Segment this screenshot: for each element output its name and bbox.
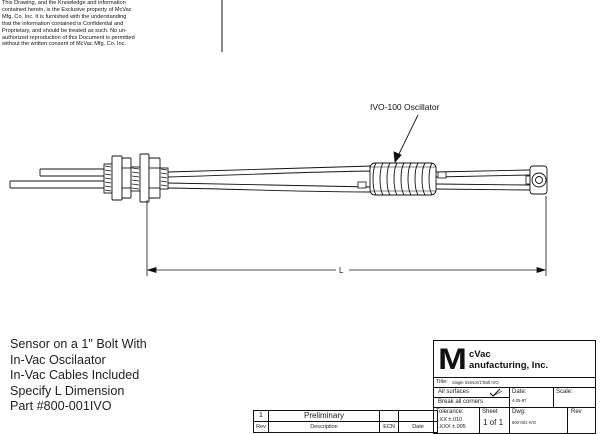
rev-cell: 1 [253, 410, 269, 422]
ecn-cell: ECN [379, 421, 399, 433]
callout-label: IVO-100 Oscillator [370, 102, 440, 112]
rev-cell: Rev [253, 421, 269, 433]
table-row: Rev Description ECN Date [253, 421, 438, 433]
proprietary-notice: This Drawing, and the Knowledge and info… [2, 0, 216, 48]
description-cell: Preliminary [268, 410, 380, 422]
description-line: In-Vac Oscilaator [10, 352, 106, 367]
title-label: Title: [436, 379, 448, 385]
ecn-cell [379, 410, 399, 422]
dimension-label: L [339, 266, 344, 275]
break-corners-label: Break all corners [438, 399, 484, 405]
rev-label: Rev [571, 409, 582, 415]
notice-line: authorized reproduction of this Document… [2, 34, 135, 41]
description-line: Part #800-001IVO [10, 399, 112, 414]
all-surfaces-cell: All surfaces [434, 388, 510, 398]
tolerance-cell: Tolerance: .XX ±.010 .XXX ±.005 [434, 408, 480, 433]
description-line: Specify L Dimension [10, 383, 125, 398]
date-value: 4-25-97 [512, 398, 527, 403]
notice-line: contained herein, is the Exclusive prope… [2, 6, 132, 13]
notice-line: Mfg. Co. Inc. It is furnished with the u… [2, 13, 127, 20]
revision-table: 1 Preliminary Rev Description ECN Date [253, 410, 438, 433]
tolerance-label: Tolerance: [436, 409, 464, 415]
notice-line: without the written consent of McVac Mfg… [2, 41, 126, 48]
spacer-blocks [357, 171, 533, 189]
part-description: Sensor on a 1" Bolt With In-Vac Oscilaat… [10, 337, 147, 415]
notice-line: This Drawing, and the Knowledge and info… [2, 0, 126, 6]
notice-line: that the information contained is Confid… [2, 20, 124, 27]
scale-label: Scale: [556, 389, 573, 395]
date-cell: Date [398, 421, 438, 433]
callout-leader [393, 114, 419, 164]
title-row: Title: Single Sensor/1"Bolt IVO [434, 378, 595, 388]
left-rods [9, 168, 104, 189]
company-logo: M [438, 343, 467, 376]
table-row: 1 Preliminary [253, 410, 438, 422]
tolerance-xxx: .XXX ±.005 [438, 424, 466, 430]
sensor-head [529, 165, 548, 195]
surface-finish-icon [489, 388, 503, 397]
oscillator-coil [369, 162, 437, 196]
scale-cell: Scale: [554, 388, 595, 408]
logo-area: M cVac anufacturing, Inc. [434, 341, 595, 378]
description-cell: Description [268, 421, 380, 433]
dimension-l [146, 196, 547, 276]
rev-cell: Rev [568, 408, 595, 433]
sheet-label: Sheet [482, 409, 498, 415]
company-name-line2: anufacturing, Inc. [469, 360, 549, 371]
tolerance-xx: .XX ±.010 [438, 417, 463, 423]
title-value: Single Sensor/1"Bolt IVO [452, 380, 499, 385]
notice-line: Proprietary, and should be treated as su… [2, 27, 127, 34]
all-surfaces-label: All surfaces [438, 389, 470, 395]
description-line: Sensor on a 1" Bolt With [10, 337, 147, 351]
description-line: In-Vac Cables Included [10, 368, 140, 383]
dwg-label: Dwg: [512, 409, 526, 415]
dwg-cell: Dwg: 800-001-IVO [510, 408, 568, 433]
bolt-fitting [103, 153, 169, 203]
date-label: Date: [512, 389, 527, 395]
cable-leads [167, 165, 531, 193]
dwg-value: 800-001-IVO [512, 420, 536, 425]
sheet-value: 1 of 1 [483, 418, 504, 427]
company-name-line1: cVac [469, 349, 491, 360]
date-cell: Date: 4-25-97 [510, 388, 554, 408]
date-cell [398, 410, 438, 422]
break-corners-cell: Break all corners [434, 398, 510, 408]
sheet-cell: Sheet 1 of 1 [480, 408, 510, 433]
title-block: M cVac anufacturing, Inc. Title: Single … [433, 340, 596, 434]
